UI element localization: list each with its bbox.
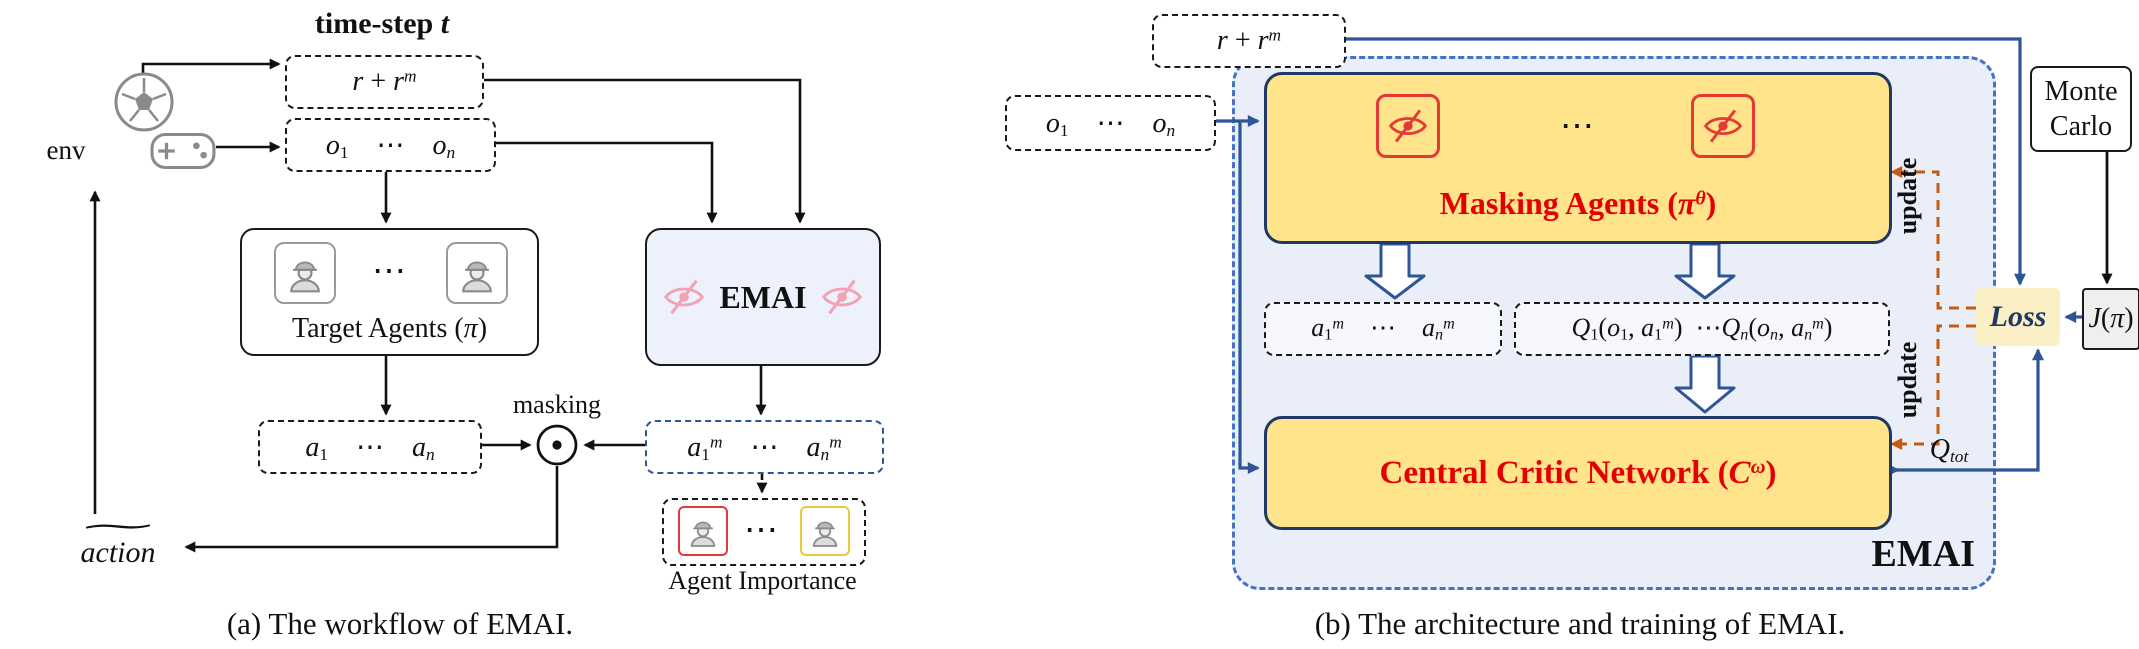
masked-actions-box-b-text: a1m ⋯ anm (1311, 313, 1455, 344)
masked-actions-box-b: a1m ⋯ anm (1264, 302, 1502, 356)
importance-agent-yellow-frame (800, 506, 850, 556)
action-word: action (80, 536, 156, 569)
update-label-upper: update (1893, 146, 1923, 246)
reward-box-b-text: r + rm (1216, 25, 1282, 56)
timestep-title-text: time-step t (314, 7, 450, 40)
reward-box-a-text: r + rm (352, 66, 417, 97)
target-agents-dots: ⋯ (360, 248, 420, 294)
masking-eye-frame-1 (1376, 94, 1440, 158)
caption-b: (b) The architecture and training of EMA… (1200, 606, 1960, 646)
target-agents-label-text: Target Agents (π) (291, 313, 488, 344)
agent-importance-label-text: Agent Importance (668, 566, 857, 595)
update-label-lower: update (1893, 330, 1923, 430)
emai-box-a: EMAI (645, 228, 881, 366)
reward-box-b: r + rm (1152, 14, 1346, 68)
obs-box-b: o1 ⋯ on (1005, 95, 1216, 151)
env-label: env (34, 134, 98, 166)
obs-box-a: o1 ⋯ on (285, 118, 496, 172)
agent-icon (812, 521, 838, 547)
monte-carlo-box: Monte Carlo (2030, 66, 2132, 152)
obs-box-a-text: o1 ⋯ on (325, 129, 456, 162)
emai-box-a-label: EMAI (719, 278, 807, 315)
dots-text: ⋯ (744, 512, 780, 549)
caption-a-text: (a) The workflow of EMAI. (226, 606, 574, 641)
agent-importance-box: ⋯ (662, 498, 866, 566)
soccer-ball-icon (112, 70, 176, 134)
eye-off-icon-red (1703, 109, 1743, 143)
update-upper-text: update (1893, 157, 1922, 235)
masking-label: masking (497, 390, 617, 420)
q-tot-text: Qtot (1929, 433, 1969, 466)
masked-actions-box-a: a1m ⋯ anm (645, 420, 884, 474)
eye-off-icon-red (1388, 109, 1428, 143)
importance-agent-red-frame (678, 506, 728, 556)
central-critic-label-text: Central Critic Network (Cω) (1379, 454, 1777, 491)
arrow-obs-to-emai (492, 141, 718, 224)
caption-b-text: (b) The architecture and training of EMA… (1314, 606, 1846, 641)
masking-agents-label-text: Masking Agents (πθ) (1439, 184, 1717, 221)
q-values-box-text: Q1(o1, a1m) ⋯Qn(on, anm) (1571, 313, 1833, 344)
eye-off-icon-pink-left (661, 274, 707, 320)
j-pi-text: J(π) (2088, 303, 2134, 334)
agent-icon-2-frame (446, 242, 508, 304)
dots-text: ⋯ (1560, 108, 1596, 145)
target-agents-label: Target Agents (π) (242, 310, 537, 348)
agent-importance-label: Agent Importance (640, 566, 885, 596)
actions-box-a-text: a1 ⋯ an (305, 431, 435, 464)
caption-a: (a) The workflow of EMAI. (150, 606, 650, 646)
emai-container-label: EMAI (1790, 532, 1975, 578)
arrow-reward-to-emai (480, 78, 806, 224)
reward-box-a: r + rm (285, 55, 484, 109)
timestep-title: time-step t (252, 6, 512, 42)
env-label-text: env (46, 134, 86, 165)
agent-icon-1-frame (274, 242, 336, 304)
loss-box: Loss (1976, 288, 2060, 346)
masking-label-text: masking (512, 390, 602, 419)
agent-icon (290, 261, 320, 293)
masking-eye-frame-2 (1691, 94, 1755, 158)
target-agents-box: ⋯ Target Agents (π) (240, 228, 539, 356)
central-critic-box: Central Critic Network (Cω) (1264, 416, 1892, 530)
monte-carlo-text: Monte Carlo (2044, 76, 2118, 142)
q-values-box: Q1(o1, a1m) ⋯Qn(on, anm) (1514, 302, 1890, 356)
gamepad-icon (150, 128, 216, 174)
j-pi-box: J(π) (2082, 288, 2139, 350)
emai-container-label-text: EMAI (1871, 533, 1975, 575)
q-tot-label: Qtot (1906, 434, 1992, 466)
actions-box-a: a1 ⋯ an (258, 420, 482, 474)
loss-label-text: Loss (1989, 300, 2047, 333)
agent-icon (690, 521, 716, 547)
masked-actions-box-a-text: a1m ⋯ anm (687, 431, 842, 464)
masking-agents-label: Masking Agents (πθ) (1267, 179, 1889, 227)
dots-text: ⋯ (372, 253, 408, 290)
masking-agents-dots: ⋯ (1533, 103, 1623, 149)
masking-operator (535, 423, 579, 467)
obs-box-b-text: o1 ⋯ on (1045, 107, 1176, 140)
importance-dots: ⋯ (736, 508, 788, 552)
masking-agents-box: ⋯ Masking Agents (πθ) (1264, 72, 1892, 244)
update-lower-text: update (1893, 341, 1922, 419)
action-tilde: ∼ (75, 511, 161, 542)
action-output: ∼ action (48, 513, 188, 570)
eye-off-icon-pink-right (819, 274, 865, 320)
agent-icon (462, 261, 492, 293)
